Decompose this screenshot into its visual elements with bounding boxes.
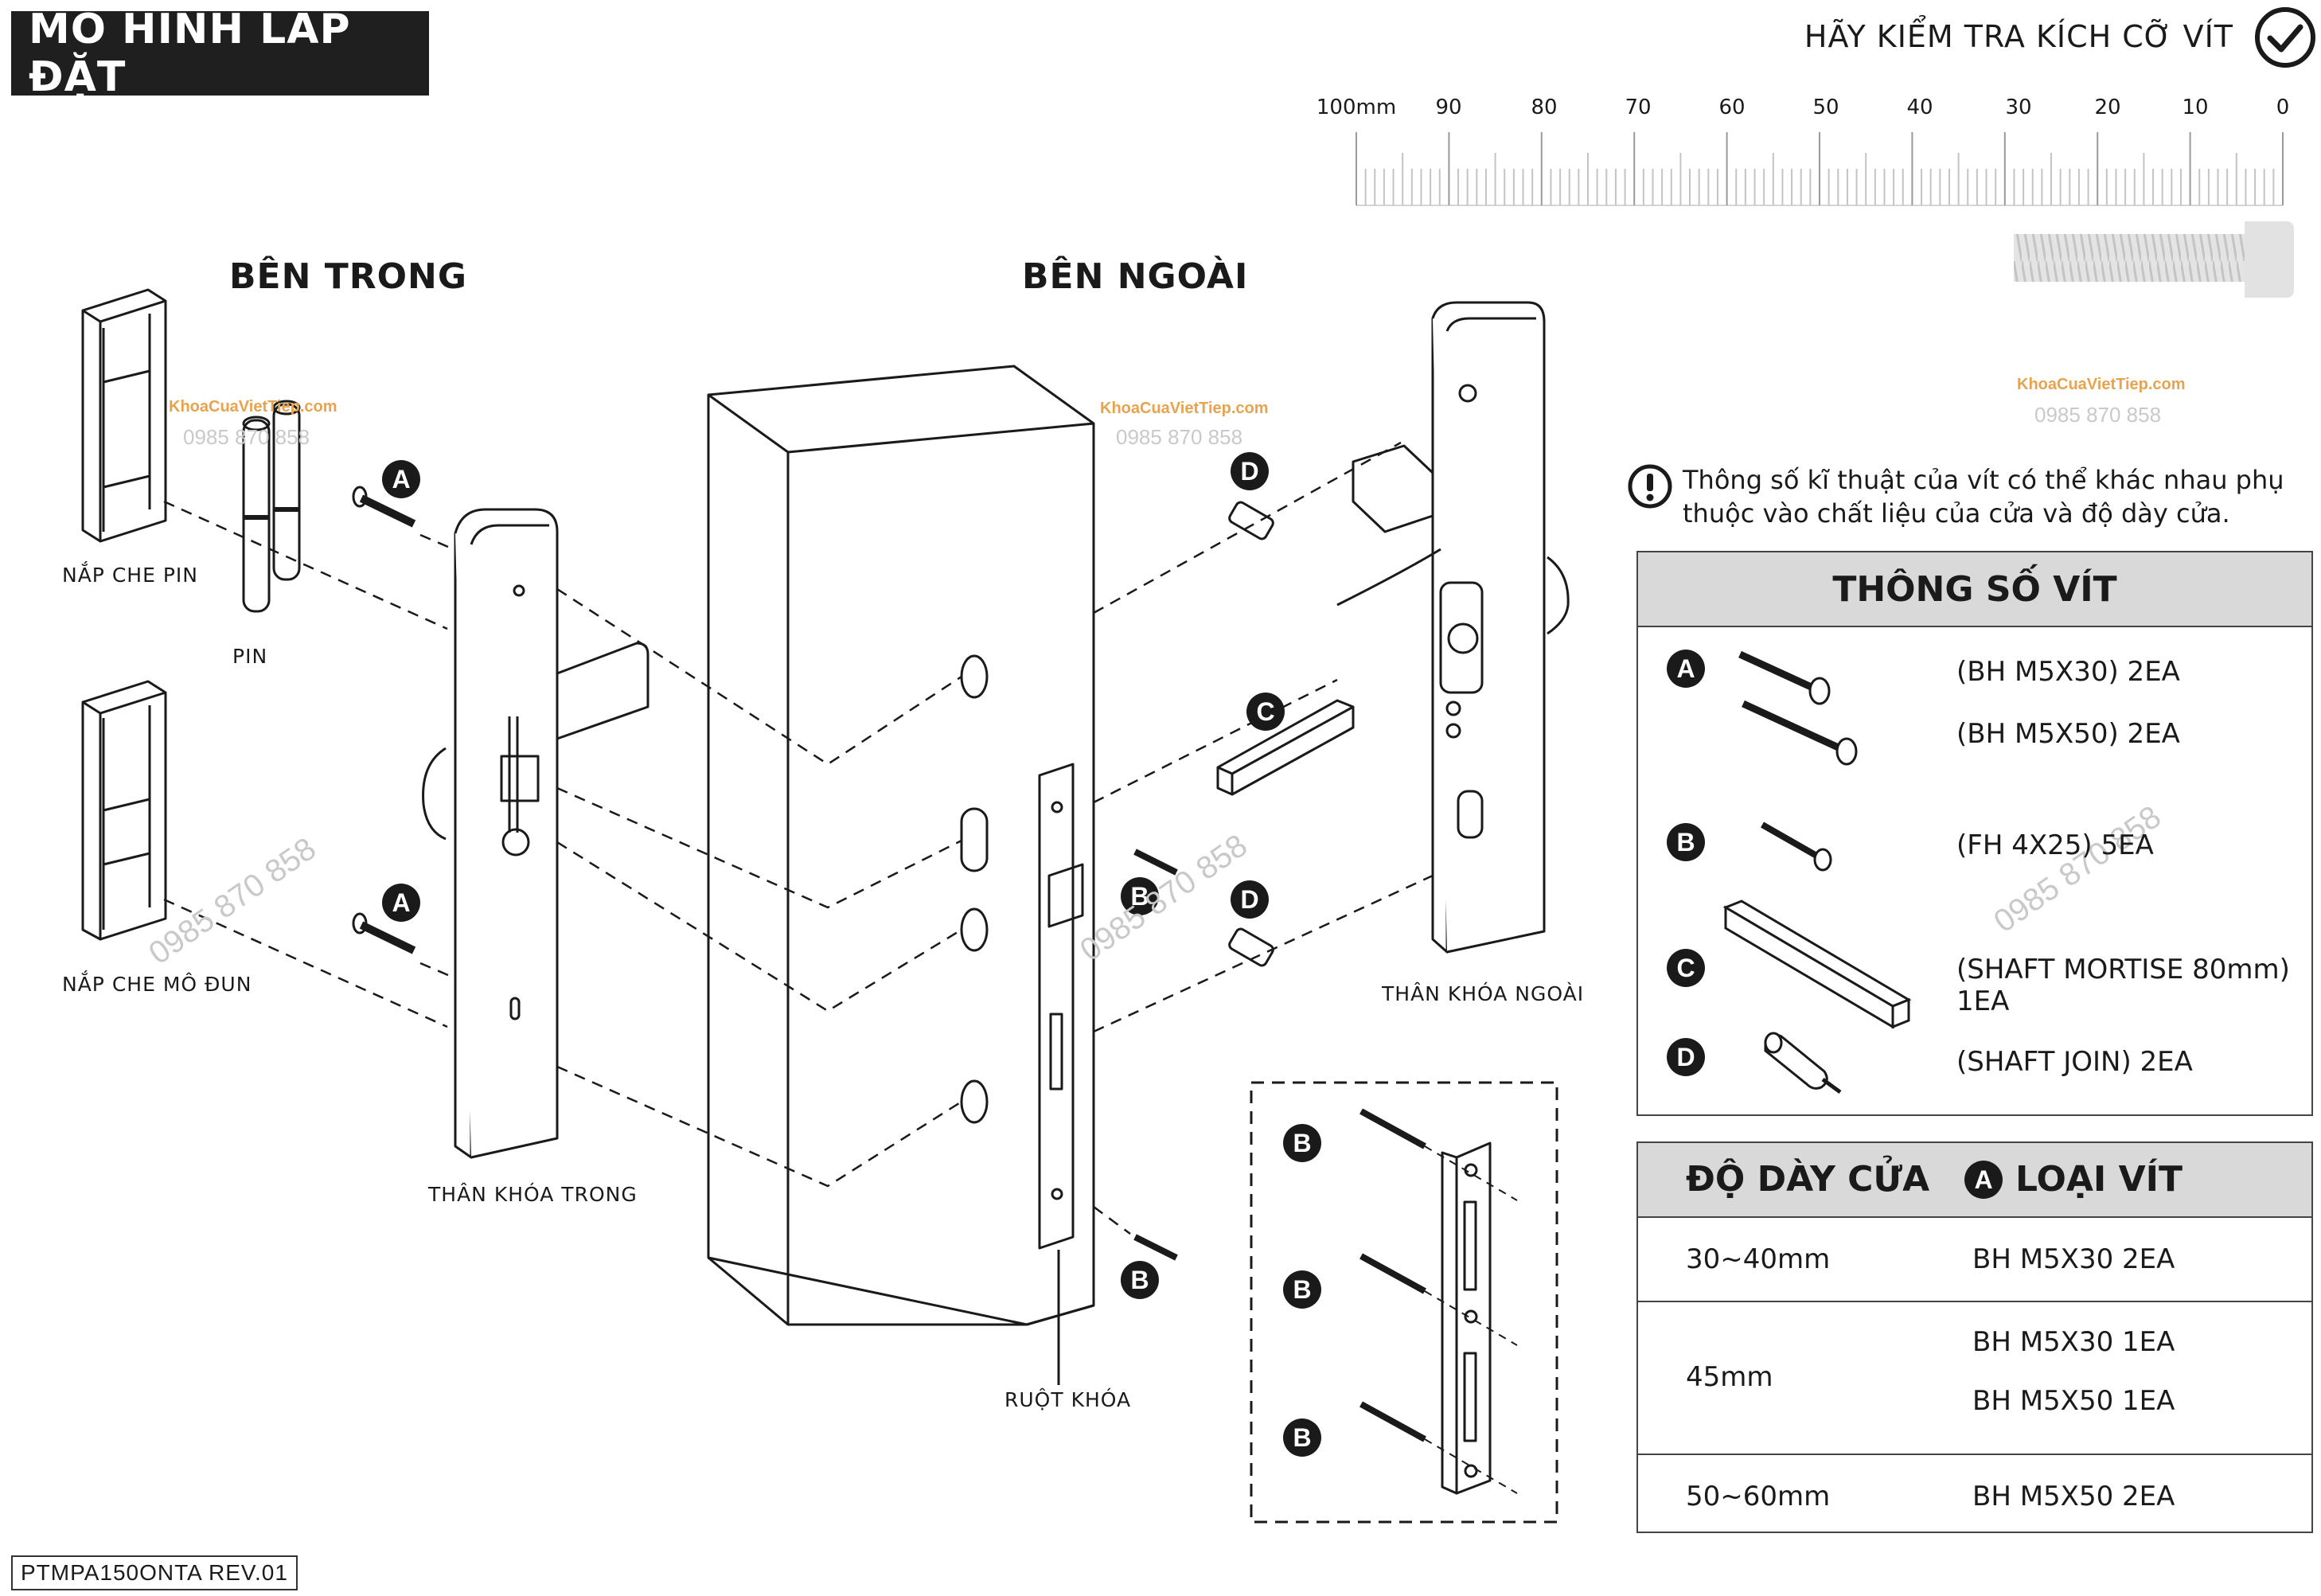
screw-type-col-header: LOẠI VÍT (2015, 1159, 2183, 1200)
module-cover-label: NẮP CHE MÔ ĐUN (62, 973, 252, 996)
badge-a: A (382, 884, 420, 922)
ruler: 100mm 90 80 70 60 50 40 30 20 10 0 (0, 0, 2321, 318)
thickness-value: 45mm (1686, 1361, 1773, 1393)
spec-c-line: (SHAFT MORTISE 80mm) 1EA (1956, 954, 2290, 1017)
thickness-value: 30~40mm (1686, 1243, 1831, 1275)
thickness-value: 50~60mm (1686, 1481, 1831, 1512)
ruler-label: 80 (1531, 96, 1558, 119)
door-thickness-table: ĐỘ DÀY CỬA A LOẠI VÍT 30~40mm BH M5X30 2… (1636, 1141, 2313, 1533)
exploded-diagram (81, 288, 1570, 1524)
ruler-label: 30 (2005, 96, 2032, 119)
screw-value: BH M5X30 1EA (1972, 1326, 2175, 1358)
ruler-label: 60 (1718, 96, 1746, 119)
shaft-c-icon (1722, 899, 1912, 1029)
ruler-label: 10 (2182, 96, 2209, 119)
watermark-brand: KhoaCuaVietTiep.com (1100, 400, 1269, 417)
inner-lock-body (422, 508, 649, 1159)
page-title: MÔ HÌNH LẮP ĐẶT (11, 6, 429, 101)
check-screw-title: HÃY KIỂM TRA KÍCH CỠ VÍT (1804, 19, 2233, 54)
sample-screw-icon (2014, 221, 2294, 298)
ruler-label: 70 (1625, 96, 1652, 119)
badge-b: B (1121, 877, 1159, 915)
battery-cover (81, 288, 167, 543)
badge-b: B (1121, 1261, 1159, 1299)
screw-note: Thông số kĩ thuật của vít có thể khác nh… (1627, 463, 2311, 530)
screw-value: BH M5X50 2EA (1972, 1481, 2175, 1512)
screw-value: BH M5X30 2EA (1972, 1243, 2175, 1275)
door (707, 365, 1095, 1385)
screw-a-icon (1738, 650, 1858, 766)
mortise-label: RUỘT KHÓA (1004, 1388, 1132, 1411)
screws-a (352, 486, 416, 954)
spec-a-line-1: (BH M5X30) 2EA (1956, 656, 2180, 688)
battery (242, 400, 301, 613)
section-inside-label: BÊN TRONG (229, 256, 467, 297)
ruler-label: 90 (1435, 96, 1462, 119)
spec-b-line: (FH 4X25) 5EA (1956, 829, 2154, 861)
outer-body-label: THÂN KHÓA NGOÀI (1382, 982, 1585, 1005)
thickness-table-header: ĐỘ DÀY CỬA A LOẠI VÍT (1638, 1143, 2311, 1218)
revision-label: PTMPA150ONTA REV.01 (11, 1555, 298, 1590)
badge-d: D (1667, 1038, 1705, 1076)
badge-b: B (1283, 1418, 1321, 1457)
inner-body-label: THÂN KHÓA TRONG (428, 1183, 638, 1206)
ruler-label: 100mm (1316, 96, 1397, 119)
ruler-label: 50 (1812, 96, 1839, 119)
battery-cover-label: NẮP CHE PIN (62, 564, 198, 587)
watermark-brand: KhoaCuaVietTiep.com (169, 398, 337, 416)
strike-plate (1359, 1108, 1518, 1495)
screw-b-icon (1761, 821, 1832, 872)
ruler-label: 40 (1906, 96, 1933, 119)
watermark-phone: 0985 870 858 (183, 425, 310, 449)
screws-b-door (1133, 849, 1178, 1261)
spec-a-line-2: (BH M5X50) 2EA (1956, 718, 2180, 750)
badge-d: D (1231, 880, 1269, 919)
badge-b: B (1283, 1270, 1321, 1309)
shaft-join-d-icon (1764, 1032, 1842, 1095)
screw-spec-table: THÔNG SỐ VÍT A (BH M5X30) 2EA (BH M5X50)… (1636, 551, 2313, 1116)
screw-value: BH M5X50 1EA (1972, 1385, 2175, 1417)
badge-d: D (1231, 452, 1269, 490)
badge-a: A (382, 460, 420, 498)
table-row: 50~60mm BH M5X50 2EA (1638, 1455, 2311, 1535)
badge-c: C (1667, 949, 1705, 987)
module-cover (81, 680, 167, 941)
badge-a: A (1964, 1161, 2003, 1199)
section-outside-label: BÊN NGOÀI (1022, 256, 1249, 297)
badge-b: B (1283, 1124, 1321, 1162)
watermark-phone: 0985 870 858 (1116, 425, 1243, 449)
outer-lock-body (1336, 301, 1570, 954)
table-row: 45mm BH M5X30 1EA BH M5X50 1EA (1638, 1302, 2311, 1455)
screw-spec-title: THÔNG SỐ VÍT (1638, 552, 2311, 627)
watermark-brand: KhoaCuaVietTiep.com (2017, 376, 2186, 393)
badge-b: B (1667, 823, 1705, 861)
spec-d-line: (SHAFT JOIN) 2EA (1956, 1046, 2193, 1078)
check-circle-icon (2255, 7, 2315, 68)
shaft-c (1216, 699, 1355, 796)
ruler-label: 0 (2276, 96, 2290, 119)
ruler-label: 20 (2094, 96, 2121, 119)
battery-label: PIN (232, 645, 268, 668)
table-row: 30~40mm BH M5X30 2EA (1638, 1218, 2311, 1302)
watermark-phone: 0985 870 858 (2034, 403, 2162, 427)
warning-icon (1628, 464, 1672, 509)
badge-c: C (1246, 693, 1285, 731)
shaft-join-d (1228, 501, 1274, 967)
badge-a: A (1667, 650, 1705, 688)
ruler-ticks (1356, 132, 2284, 206)
screw-note-text: Thông số kĩ thuật của vít có thể khác nh… (1683, 465, 2284, 529)
thickness-col-header: ĐỘ DÀY CỬA (1686, 1159, 1930, 1200)
